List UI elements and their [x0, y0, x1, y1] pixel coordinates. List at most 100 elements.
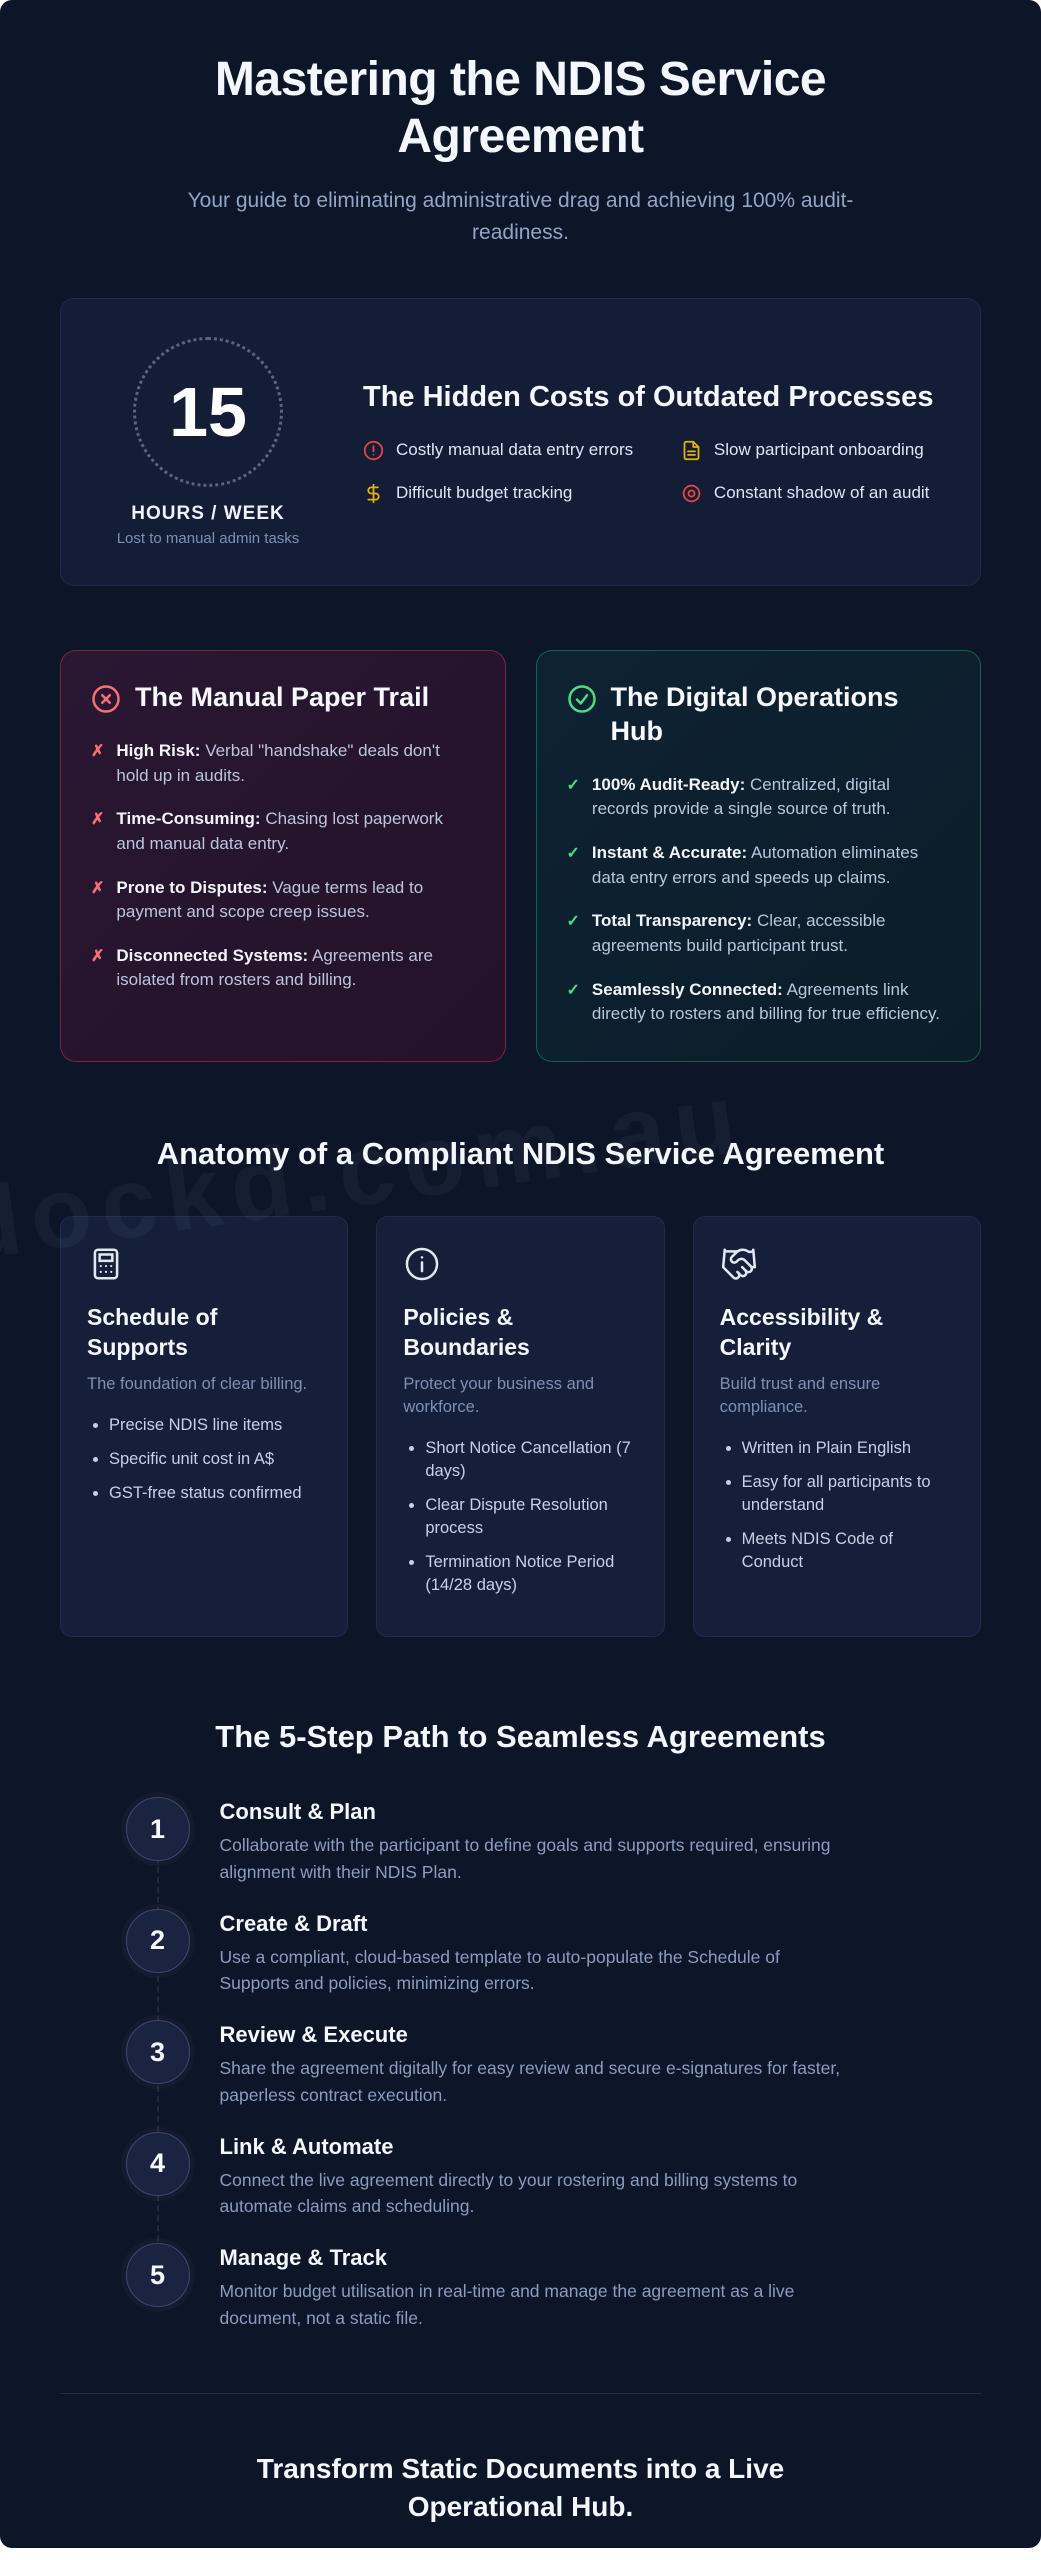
costs-grid: Costly manual data entry errors Slow par…: [363, 440, 938, 504]
bullet-item: Meets NDIS Code of Conduct: [742, 1528, 954, 1574]
step-2: 2 Create & Draft Use a compliant, cloud-…: [125, 1908, 916, 1997]
manual-item: ✗ Disconnected Systems: Agreements are i…: [91, 944, 475, 993]
cost-item: Constant shadow of an audit: [681, 483, 938, 504]
hidden-costs-heading: The Hidden Costs of Outdated Processes: [363, 380, 934, 413]
step-description: Collaborate with the participant to defi…: [219, 1835, 831, 1882]
stat-unit: HOURS / WEEK: [131, 503, 285, 525]
anatomy-card-subtitle: The foundation of clear billing.: [87, 1374, 308, 1393]
dollar-icon: [363, 483, 384, 504]
step-3: 3 Review & Execute Share the agreement d…: [125, 2020, 916, 2108]
manual-item: ✗ Prone to Disputes: Vague terms lead to…: [91, 876, 475, 925]
digital-item: ✓ Instant & Accurate: Automation elimina…: [567, 841, 951, 890]
anatomy-card-title: Schedule of Supports: [87, 1303, 218, 1360]
step-number-badge: 2: [125, 1908, 190, 1973]
step-number-badge: 4: [125, 2131, 190, 2196]
anatomy-card-subtitle: Build trust and ensure compliance.: [719, 1374, 881, 1416]
step-number-badge: 3: [125, 2020, 190, 2085]
step-description: Share the agreement digitally for easy r…: [219, 2058, 841, 2105]
bullet-item: Precise NDIS line items: [109, 1414, 321, 1437]
check-icon: ✓: [566, 776, 580, 794]
footer-divider: [60, 2392, 981, 2394]
step-4: 4 Link & Automate Connect the live agree…: [125, 2131, 916, 2220]
bullet-item: Written in Plain English: [742, 1437, 954, 1460]
check-icon: ✓: [566, 845, 580, 863]
anatomy-card-bullets: Written in Plain English Easy for all pa…: [720, 1437, 954, 1574]
cost-item-label: Constant shadow of an audit: [713, 483, 930, 503]
digital-item: ✓ Total Transparency: Clear, accessible …: [567, 909, 951, 958]
footer-cta-section: Transform Static Documents into a Live O…: [0, 2450, 1041, 2548]
cost-item-label: Slow participant onboarding: [713, 440, 924, 460]
cross-icon: ✗: [91, 947, 105, 965]
stat-caption: Lost to manual admin tasks: [116, 530, 300, 548]
manual-card-header: The Manual Paper Trail: [91, 681, 475, 715]
digital-card-heading: The Digital Operations Hub: [610, 682, 899, 746]
policies-boundaries-card: Policies & Boundaries Protect your busin…: [376, 1215, 665, 1638]
step-title: Create & Draft: [219, 1910, 368, 1936]
hours-stat: 15 HOURS / WEEK Lost to manual admin tas…: [103, 337, 313, 547]
cost-item: Costly manual data entry errors: [363, 440, 651, 461]
bullet-item: Termination Notice Period (14/28 days): [425, 1551, 637, 1597]
check-icon: ✓: [566, 981, 580, 999]
digital-item-text: Seamlessly Connected: Agreements link di…: [591, 979, 940, 1024]
cost-item: Difficult budget tracking: [363, 483, 651, 504]
step-title: Consult & Plan: [219, 1799, 376, 1825]
step-title: Link & Automate: [219, 2133, 394, 2159]
cross-icon: ✗: [91, 743, 105, 760]
step-title: Manage & Track: [219, 2245, 388, 2271]
target-icon: [681, 483, 702, 504]
page-title: Mastering the NDIS Service Agreement: [214, 53, 827, 163]
calculator-icon: [87, 1245, 321, 1283]
cross-icon: ✗: [91, 811, 105, 829]
bullet-item: Easy for all participants to understand: [742, 1471, 954, 1517]
handshake-icon: [720, 1245, 954, 1283]
stat-value: 15: [169, 373, 247, 452]
manual-paper-trail-card: The Manual Paper Trail ✗ High Risk: Verb…: [60, 650, 506, 1062]
manual-item: ✗ Time-Consuming: Chasing lost paperwork…: [91, 807, 475, 856]
digital-item: ✓ 100% Audit-Ready: Centralized, digital…: [567, 773, 951, 822]
bullet-item: Specific unit cost in A$: [109, 1448, 321, 1471]
digital-item-text: 100% Audit-Ready: Centralized, digital r…: [591, 774, 891, 819]
comparison-section: The Manual Paper Trail ✗ High Risk: Verb…: [60, 650, 981, 1062]
alert-circle-icon: [363, 440, 384, 461]
page-subtitle: Your guide to eliminating administrative…: [187, 189, 854, 244]
anatomy-heading: Anatomy of a Compliant NDIS Service Agre…: [156, 1135, 885, 1171]
hero-section: Mastering the NDIS Service Agreement You…: [0, 52, 1041, 248]
cross-icon: ✗: [91, 879, 105, 897]
hidden-costs-content: The Hidden Costs of Outdated Processes C…: [363, 381, 938, 504]
cost-item: Slow participant onboarding: [681, 440, 938, 461]
step-description: Use a compliant, cloud-based template to…: [219, 1946, 780, 1994]
bullet-item: Clear Dispute Resolution process: [425, 1494, 637, 1540]
manual-card-heading: The Manual Paper Trail: [135, 682, 430, 713]
step-number-badge: 1: [125, 1797, 190, 1862]
schedule-of-supports-card: Schedule of Supports The foundation of c…: [60, 1215, 349, 1638]
bullet-item: Short Notice Cancellation (7 days): [425, 1437, 637, 1483]
anatomy-section: Schedule of Supports The foundation of c…: [60, 1215, 981, 1638]
step-description: Monitor budget utilisation in real-time …: [219, 2281, 795, 2328]
step-title: Review & Execute: [219, 2022, 408, 2048]
cost-item-label: Difficult budget tracking: [396, 483, 573, 503]
footer-heading: Transform Static Documents into a Live O…: [256, 2452, 785, 2522]
anatomy-card-title: Policies & Boundaries: [403, 1303, 530, 1360]
step-5: 5 Manage & Track Monitor budget utilisat…: [125, 2243, 916, 2331]
step-1: 1 Consult & Plan Collaborate with the pa…: [125, 1797, 916, 1885]
digital-card-header: The Digital Operations Hub: [567, 681, 951, 749]
manual-item-text: High Risk: Verbal "handshake" deals don'…: [116, 741, 440, 785]
anatomy-card-subtitle: Protect your business and workforce.: [403, 1374, 595, 1416]
manual-item: ✗ High Risk: Verbal "handshake" deals do…: [91, 739, 475, 788]
bullet-item: GST-free status confirmed: [109, 1482, 321, 1505]
info-icon: [403, 1245, 637, 1283]
manual-item-text: Prone to Disputes: Vague terms lead to p…: [116, 877, 424, 922]
check-icon: ✓: [566, 913, 580, 931]
hidden-costs-card: 15 HOURS / WEEK Lost to manual admin tas…: [60, 298, 981, 587]
anatomy-card-title: Accessibility & Clarity: [719, 1303, 884, 1360]
cost-item-label: Costly manual data entry errors: [396, 440, 634, 460]
accessibility-clarity-card: Accessibility & Clarity Build trust and …: [692, 1215, 981, 1638]
steps-section: 1 Consult & Plan Collaborate with the pa…: [125, 1797, 916, 2331]
document-icon: [681, 440, 702, 461]
digital-operations-hub-card: The Digital Operations Hub ✓ 100% Audit-…: [535, 650, 981, 1062]
manual-item-text: Time-Consuming: Chasing lost paperwork a…: [116, 809, 443, 853]
manual-item-text: Disconnected Systems: Agreements are iso…: [116, 945, 433, 990]
anatomy-card-bullets: Short Notice Cancellation (7 days) Clear…: [403, 1437, 637, 1598]
check-circle-icon: [567, 684, 597, 714]
digital-item: ✓ Seamlessly Connected: Agreements link …: [567, 978, 951, 1027]
